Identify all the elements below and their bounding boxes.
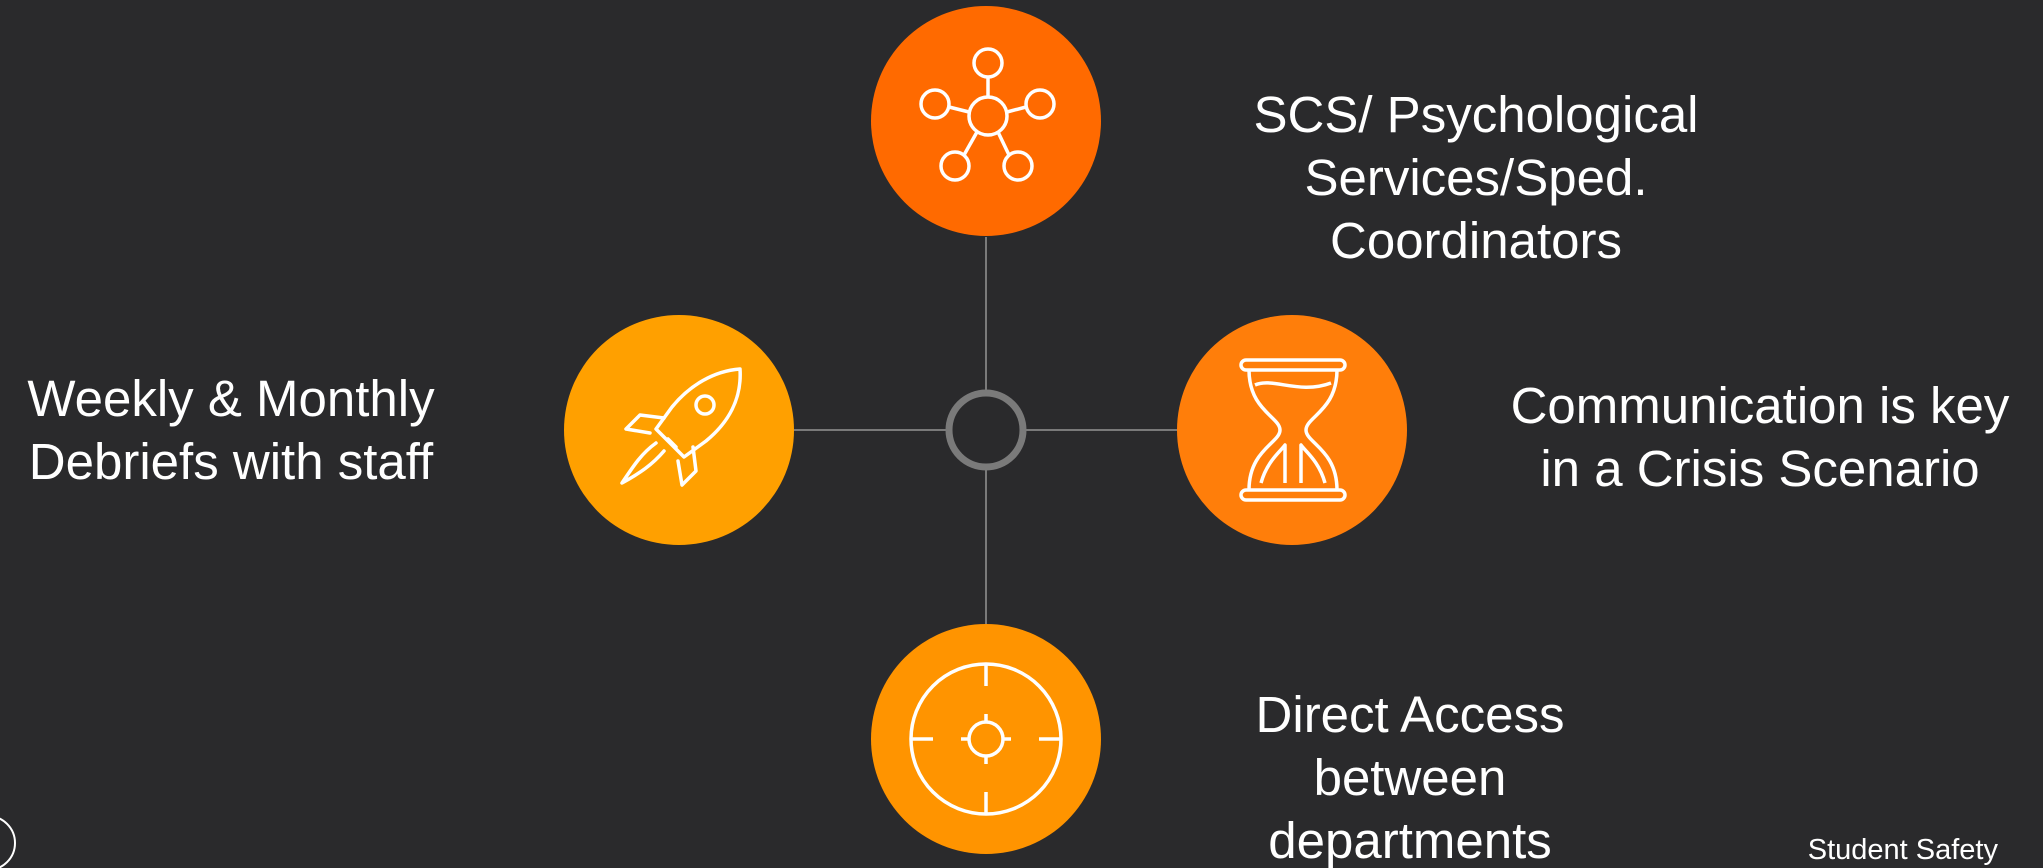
rocket-icon — [620, 367, 742, 487]
label-bottom: Direct Access between departments — [1160, 683, 1660, 868]
node-left — [564, 315, 794, 545]
label-bottom-line-2: between — [1313, 749, 1507, 806]
label-left-line-2: Debriefs with staff — [28, 433, 434, 490]
label-top-line-3: Coordinators — [1330, 212, 1622, 269]
label-right-line-2: in a Crisis Scenario — [1540, 440, 1980, 497]
hourglass-icon — [1239, 358, 1347, 502]
target-icon — [909, 662, 1063, 816]
label-right: Communication is key in a Crisis Scenari… — [1480, 374, 2040, 500]
label-bottom-line-1: Direct Access — [1255, 686, 1565, 743]
footer-text: Student Safety — [1807, 834, 1998, 866]
hub-ring — [945, 389, 1027, 471]
label-top: SCS/ Psychological Services/Sped. Coordi… — [1216, 83, 1736, 272]
label-top-line-2: Services/Sped. — [1304, 149, 1648, 206]
node-right — [1177, 315, 1407, 545]
label-top-line-1: SCS/ Psychological — [1253, 86, 1699, 143]
network-icon — [919, 47, 1056, 182]
node-top — [871, 6, 1101, 236]
label-left: Weekly & Monthly Debriefs with staff — [0, 367, 462, 493]
label-bottom-line-3: departments — [1268, 812, 1552, 868]
label-right-line-1: Communication is key — [1510, 377, 2010, 434]
node-bottom — [871, 624, 1101, 854]
label-left-line-1: Weekly & Monthly — [27, 370, 435, 427]
